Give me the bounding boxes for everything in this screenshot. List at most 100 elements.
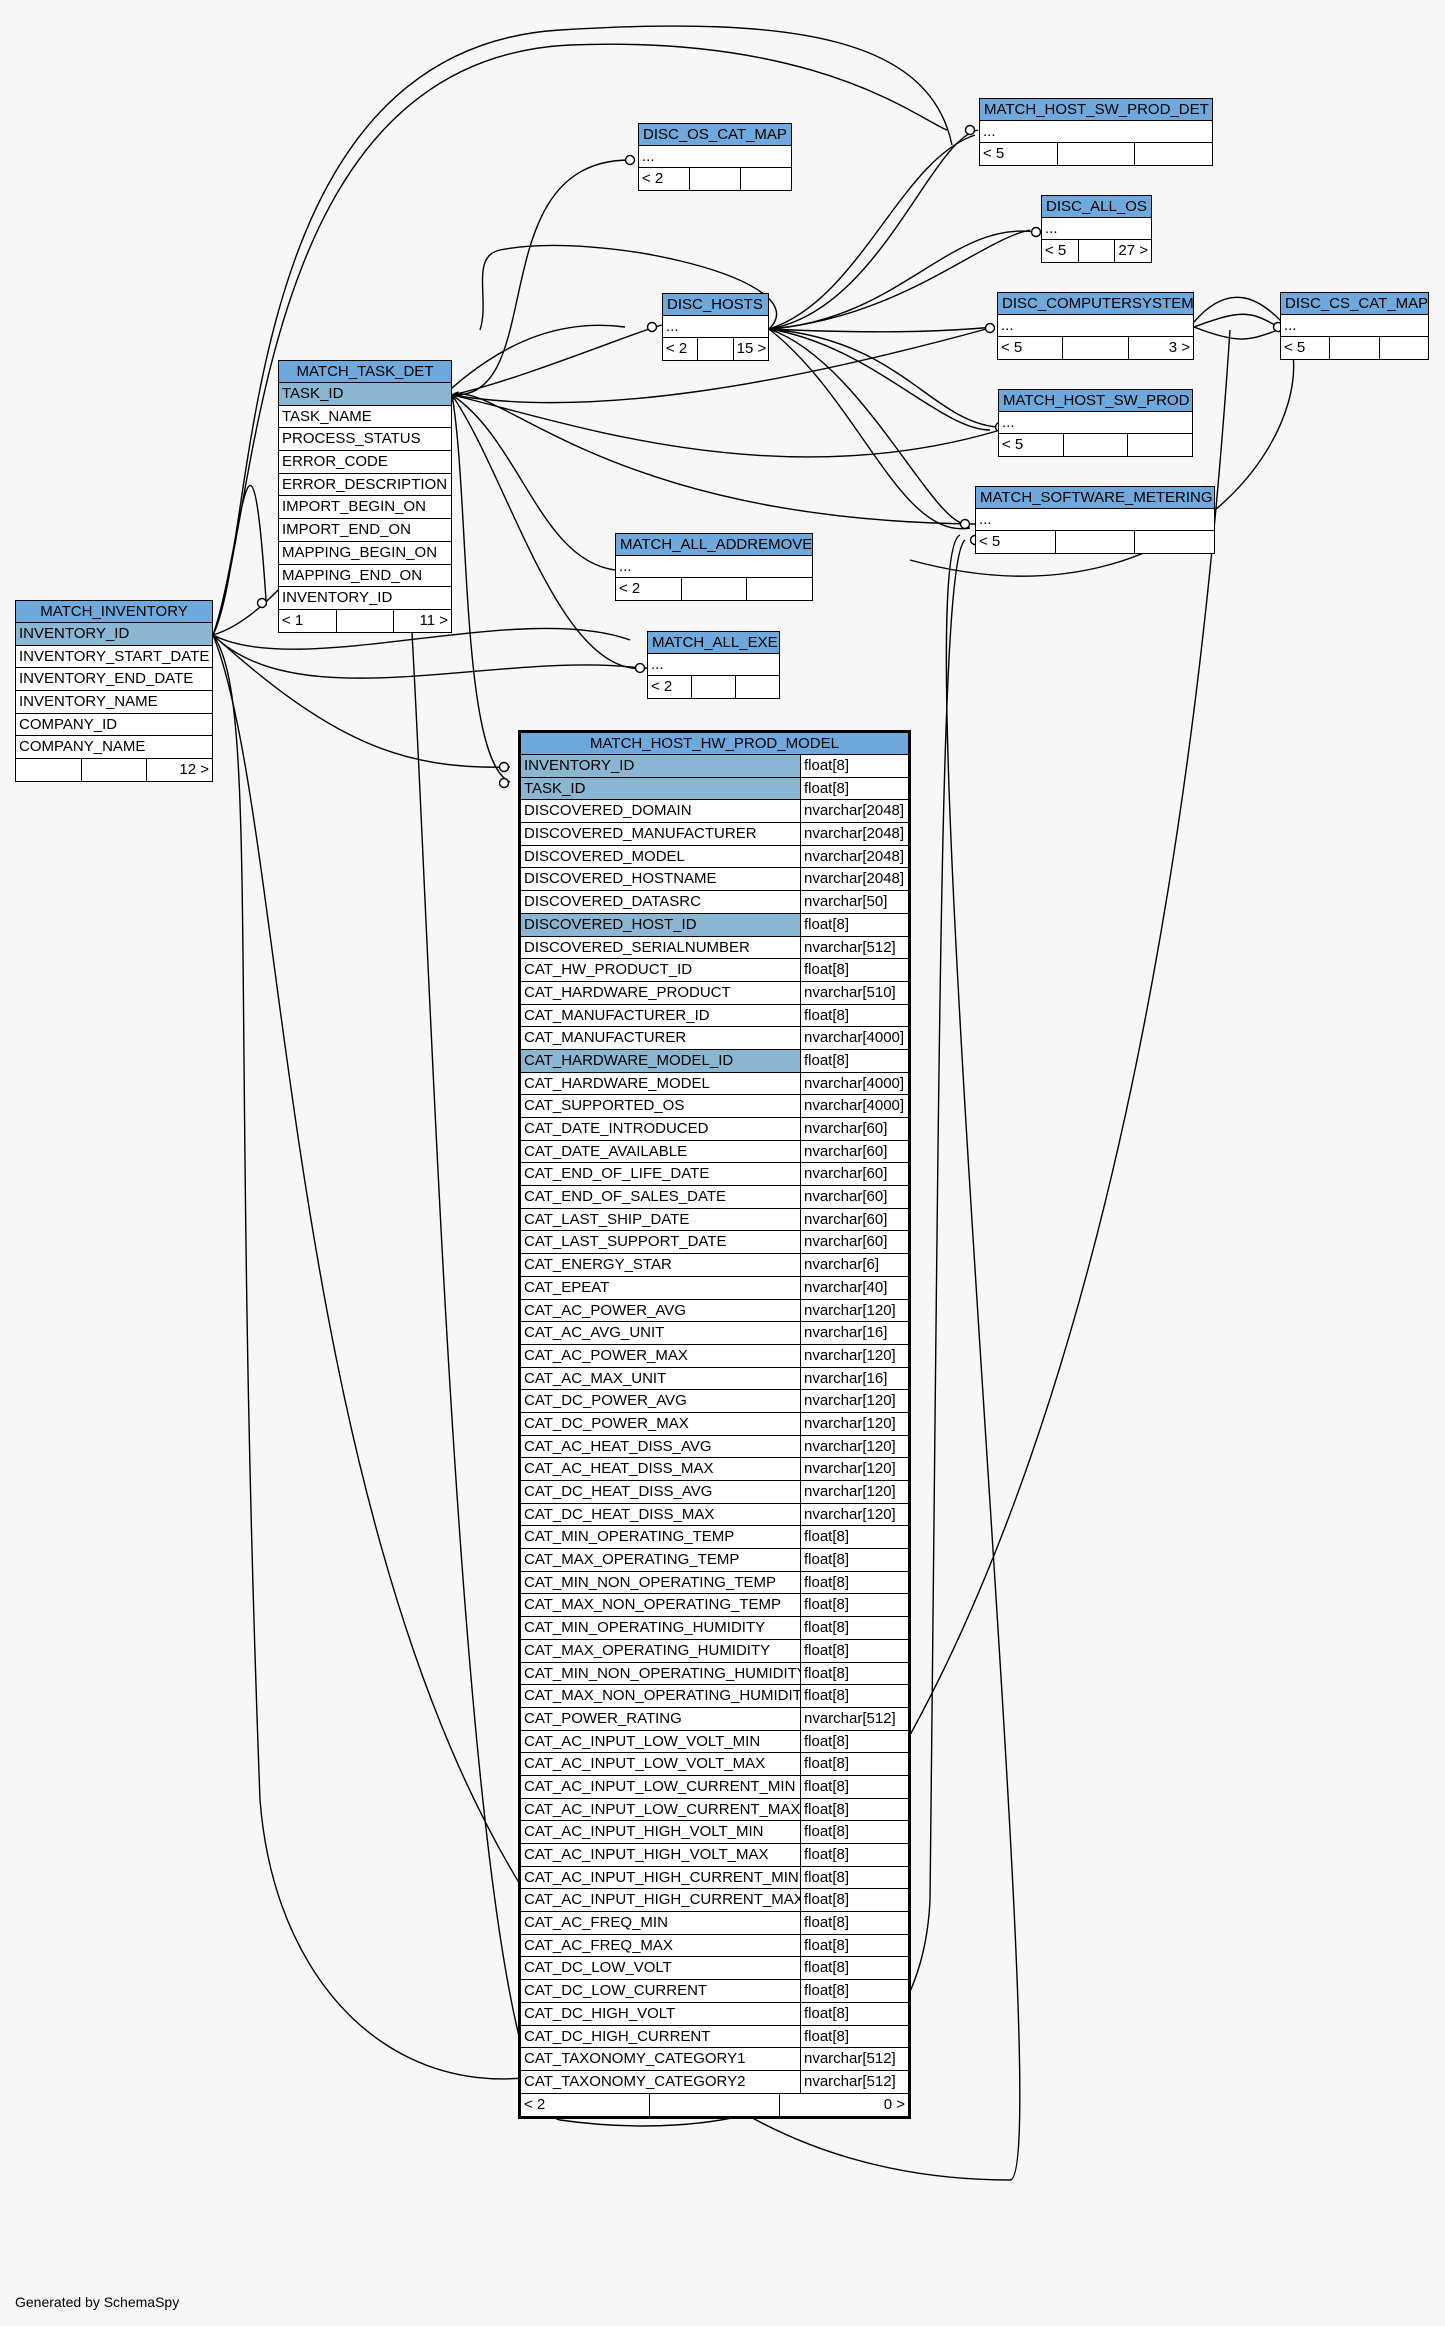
column-row[interactable]: COMPANY_NAME <box>16 736 212 760</box>
column-row[interactable]: INVENTORY_END_DATE <box>16 668 212 692</box>
column-row[interactable]: MAPPING_END_ON <box>279 565 451 588</box>
column-row[interactable]: IMPORT_BEGIN_ON <box>279 496 451 520</box>
column-row[interactable]: MAPPING_BEGIN_ON <box>279 542 451 565</box>
column-row[interactable]: PROCESS_STATUS <box>279 428 451 452</box>
column-row[interactable]: ERROR_CODE <box>279 451 451 474</box>
column-row[interactable]: INVENTORY_START_DATE <box>16 646 212 669</box>
table-match-all-exe[interactable]: MATCH_ALL_EXE...< 2 <box>647 631 780 699</box>
table-match-host-sw-prod-det[interactable]: MATCH_HOST_SW_PROD_DET...< 5 <box>979 98 1213 166</box>
column-row[interactable]: INVENTORY_NAME <box>16 691 212 714</box>
column-row[interactable]: TASK_NAME <box>279 406 451 429</box>
table-match-software-metering[interactable]: MATCH_SOFTWARE_METERING...< 5 <box>975 486 1215 554</box>
column-row[interactable]: ... <box>639 146 791 168</box>
column-row[interactable]: ... <box>616 556 812 578</box>
column-row[interactable]: INVENTORY_ID <box>16 623 212 646</box>
column-row[interactable]: TASK_ID <box>279 383 451 406</box>
column-name: CAT_AC_AVG_UNIT <box>524 1324 665 1342</box>
column-row[interactable]: COMPANY_ID <box>16 714 212 737</box>
column-row[interactable]: ... <box>976 509 1214 531</box>
column-row[interactable]: ... <box>998 315 1193 337</box>
column-row[interactable]: ... <box>1042 218 1151 240</box>
column-row[interactable]: IMPORT_END_ON <box>279 519 451 542</box>
column-row[interactable]: ... <box>1281 315 1428 337</box>
relationship-line <box>1193 313 1279 328</box>
column-row[interactable]: ... <box>980 121 1212 143</box>
table-match-host-sw-prod[interactable]: MATCH_HOST_SW_PROD...< 5 <box>998 389 1193 457</box>
column-row[interactable]: INVENTORY_ID <box>279 587 451 610</box>
table-disc-cs-cat-map[interactable]: DISC_CS_CAT_MAP...< 5 <box>1280 292 1429 360</box>
column-row[interactable]: ERROR_DESCRIPTION <box>279 474 451 497</box>
table-match-all-addremove[interactable]: MATCH_ALL_ADDREMOVE...< 2 <box>615 533 813 601</box>
table-disc-os-cat-map[interactable]: DISC_OS_CAT_MAP...< 2 <box>638 123 792 191</box>
column-row[interactable]: ... <box>999 412 1192 434</box>
column-row[interactable]: ... <box>663 316 768 338</box>
column-row[interactable]: ... <box>648 654 779 676</box>
